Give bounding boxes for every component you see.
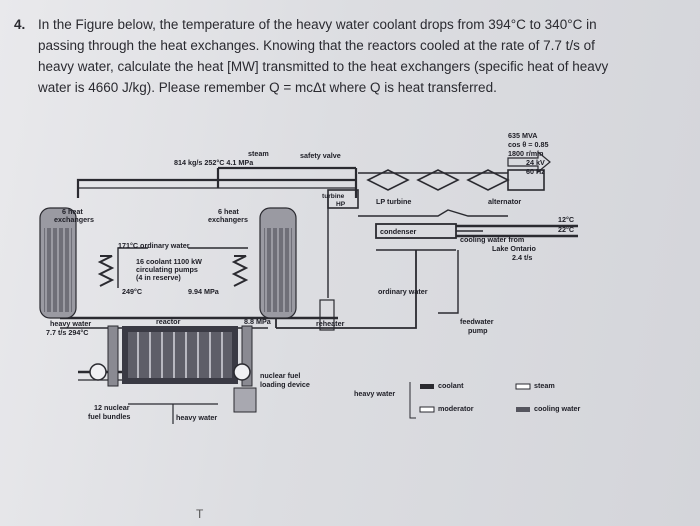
label-bundles-1: 12 nuclear [94, 403, 130, 412]
label-heavy-water-bottom: heavy water [176, 413, 217, 422]
label-pumps-2: circulating pumps [136, 265, 198, 274]
steam-generator-left [39, 207, 77, 319]
label-cooling-water-1: cooling water from [460, 235, 524, 244]
nuclear-plant-figure: steam 814 kg/s 252°C 4.1 MPa safety valv… [38, 128, 658, 438]
label-hx-right-1: 6 heat [218, 207, 239, 216]
label-reactor: reactor [156, 317, 181, 326]
label-temp-22: 22°C [558, 225, 574, 234]
question-number: 4. [14, 17, 26, 32]
label-mva: 635 MVA [508, 131, 537, 140]
label-turbine: turbine [322, 193, 345, 200]
label-cooling-water-2: Lake Ontario [492, 244, 537, 253]
steam-generator-right [259, 207, 297, 319]
label-feedwater-2: pump [468, 326, 488, 335]
label-cooling-water-3: 2.4 t/s [512, 253, 532, 262]
question-line-2: passing through the heat exchanges. Know… [38, 38, 595, 53]
label-ordinary-water: ordinary water [378, 287, 428, 296]
label-safety-valve: safety valve [300, 151, 341, 160]
label-heavy-water-legend: heavy water [354, 389, 395, 398]
label-fuel-device-1: nuclear fuel [260, 371, 300, 380]
label-steam: steam [248, 149, 269, 158]
label-lp-turbine: LP turbine [376, 197, 411, 206]
turbine-set [327, 150, 551, 209]
label-reheater: reheater [316, 319, 345, 328]
label-ordinary-water-171: 171°C ordinary water [118, 241, 190, 250]
label-bundles-2: fuel bundles [88, 412, 130, 421]
legend-cooling-water: cooling water [534, 404, 581, 413]
label-pressure-994: 9.94 MPa [188, 287, 220, 296]
bottom-mark: T [196, 507, 204, 521]
question-block: 4. In the Figure below, the temperature … [14, 14, 674, 98]
label-alternator: alternator [488, 197, 521, 206]
label-hp: HP [336, 201, 346, 208]
question-line-3: heavy water, calculate the heat [MW] tra… [38, 59, 609, 74]
label-pumps-3: (4 in reserve) [136, 273, 181, 282]
label-kv: 24 kV [526, 158, 545, 167]
label-cos: cos θ = 0.85 [508, 140, 548, 149]
question-line-1: In the Figure below, the temperature of … [38, 17, 597, 32]
legend-steam: steam [534, 381, 555, 390]
label-fuel-device-2: loading device [260, 380, 310, 389]
plant-diagram: steam 814 kg/s 252°C 4.1 MPa safety valv… [39, 131, 581, 424]
label-hz: 60 Hz [526, 167, 545, 176]
label-hx-right-2: exchangers [208, 215, 248, 224]
label-temp-249: 249°C [122, 287, 142, 296]
label-hx-left-1: 6 heat [62, 207, 83, 216]
legend-moderator: moderator [438, 404, 474, 413]
label-temp-12: 12°C [558, 215, 574, 224]
label-condenser: condenser [380, 227, 417, 236]
label-pumps-1: 16 coolant 1100 kW [136, 257, 202, 266]
cooling-water-lines [456, 224, 578, 238]
label-hx-left-2: exchangers [54, 215, 94, 224]
label-pressure-88: 8.8 MPa [244, 317, 272, 326]
question-line-4: water is 4660 J/kg). Please remember Q =… [38, 80, 497, 95]
label-heavy-water-left-2: 7.7 t/s 294°C [46, 328, 88, 337]
legend-coolant: coolant [438, 381, 464, 390]
legend-swatches [409, 382, 531, 419]
label-feedwater-1: feedwater [460, 317, 494, 326]
label-steam-conditions: 814 kg/s 252°C 4.1 MPa [174, 158, 254, 167]
label-heavy-water-left-1: heavy water [50, 319, 91, 328]
circulating-pumps [97, 255, 249, 287]
reactor-core [89, 325, 257, 413]
label-rpm: 1800 r/min [508, 149, 544, 158]
